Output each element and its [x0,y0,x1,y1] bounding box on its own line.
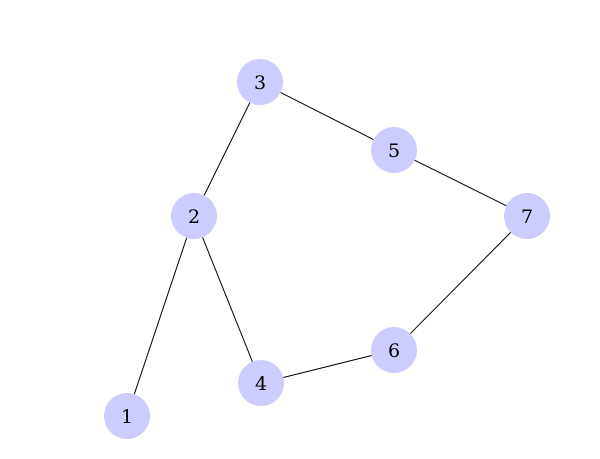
node-5-circle [371,127,417,173]
node-2-label: 2 [188,206,200,228]
node-2: 2 [171,193,217,239]
node-6-circle [371,327,417,373]
edge-7-6 [409,231,512,335]
node-6: 6 [371,327,417,373]
node-5-label: 5 [388,140,400,162]
edge-1-2 [133,237,188,395]
node-3-circle [237,59,283,105]
node-3-label: 3 [254,72,266,94]
node-1-circle [104,393,150,439]
edge-3-5 [280,91,374,141]
graph-edges [133,91,512,395]
node-5: 5 [371,127,417,173]
edge-5-7 [414,159,507,207]
node-6-label: 6 [388,340,400,362]
node-4-label: 4 [255,373,267,395]
node-7: 7 [504,193,550,239]
edge-6-4 [283,355,372,378]
edge-2-3 [203,102,251,196]
node-2-circle [171,193,217,239]
node-1-label: 1 [121,406,133,428]
node-4: 4 [238,360,284,406]
node-7-label: 7 [521,206,533,228]
node-3: 3 [237,59,283,105]
node-1: 1 [104,393,150,439]
node-4-circle [238,360,284,406]
edge-2-4 [202,237,253,362]
graph-nodes: 1 2 3 4 5 6 7 [104,59,550,439]
node-7-circle [504,193,550,239]
